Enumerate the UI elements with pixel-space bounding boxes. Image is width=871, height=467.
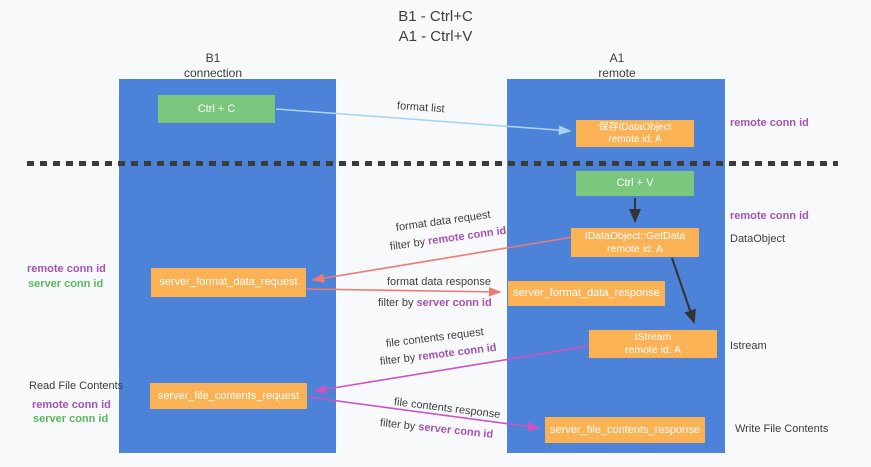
filter-by-text: filter by bbox=[378, 297, 417, 309]
remote-conn-id-text: remote conn id bbox=[427, 224, 508, 248]
diagram-title: B1 - Ctrl+C A1 - Ctrl+V bbox=[0, 7, 871, 47]
ctrl-v-box: Ctrl + V bbox=[576, 171, 694, 196]
save-idataobject-line1: 保存IDataObject bbox=[598, 121, 672, 133]
session-separator-dashed-line bbox=[27, 161, 838, 166]
left-server-conn-id-top: server conn id bbox=[28, 278, 104, 290]
istream-side-label: Istream bbox=[730, 340, 767, 352]
read-file-contents-label: Read File Contents bbox=[29, 380, 124, 392]
server-format-data-request-label: server_format_data_request bbox=[159, 276, 298, 288]
server-conn-id-text: server conn id bbox=[416, 297, 492, 309]
remote-conn-id-text: remote conn id bbox=[417, 341, 498, 364]
filter-by-text: filter by bbox=[379, 351, 419, 368]
idataobject-getdata-box: IDataObject::GetData remote id: A bbox=[571, 228, 699, 257]
server-file-contents-response-box: server_file_contents_response bbox=[545, 417, 705, 443]
istream-line2: remote id: A bbox=[624, 344, 682, 356]
ctrl-c-box: Ctrl + C bbox=[158, 95, 275, 123]
getdata-line2: remote id: A bbox=[606, 242, 664, 255]
server-format-data-response-label: server_format_data_response bbox=[513, 287, 660, 299]
server-file-contents-request-box: server_file_contents_request bbox=[150, 383, 307, 409]
server-conn-id-text: server conn id bbox=[417, 421, 494, 441]
column-a1-name: A1 bbox=[609, 51, 625, 65]
istream-box: IStream remote id: A bbox=[589, 330, 717, 358]
save-idataobject-box: 保存IDataObject remote id: A bbox=[576, 120, 694, 147]
format-response-filter-label: filter by server conn id bbox=[378, 297, 492, 309]
column-header-a1: A1 remote bbox=[554, 51, 680, 81]
format-list-label: format list bbox=[396, 100, 445, 116]
ctrl-c-label: Ctrl + C bbox=[197, 102, 236, 115]
file-response-filter-label: filter by server conn id bbox=[379, 417, 493, 441]
left-remote-conn-id-bottom: remote conn id bbox=[32, 399, 111, 411]
save-idataobject-line2: remote id: A bbox=[608, 133, 662, 145]
left-server-conn-id-bottom: server conn id bbox=[33, 413, 109, 425]
column-a1-subtitle: remote bbox=[598, 66, 636, 80]
filter-by-text: filter by bbox=[389, 235, 429, 253]
server-format-data-request-box: server_format_data_request bbox=[151, 268, 306, 297]
server-format-data-response-box: server_format_data_response bbox=[508, 281, 665, 306]
right-remote-conn-id-mid: remote conn id bbox=[730, 210, 809, 222]
filter-by-text: filter by bbox=[379, 417, 419, 433]
column-b1-subtitle: connection bbox=[183, 66, 243, 80]
getdata-line1: IDataObject::GetData bbox=[584, 229, 686, 242]
write-file-contents-label: Write File Contents bbox=[735, 423, 829, 435]
dataobject-label: DataObject bbox=[730, 233, 786, 245]
diagram-title-line2: A1 - Ctrl+V bbox=[398, 28, 473, 45]
file-contents-response-label: file contents response bbox=[393, 396, 501, 421]
server-file-contents-response-label: server_file_contents_response bbox=[550, 423, 700, 436]
left-remote-conn-id-top: remote conn id bbox=[27, 263, 106, 275]
column-b1-name: B1 bbox=[205, 51, 221, 65]
format-data-response-label: format data response bbox=[387, 276, 491, 288]
istream-line1: IStream bbox=[634, 331, 672, 343]
ctrl-v-label: Ctrl + V bbox=[616, 177, 654, 189]
server-file-contents-request-label: server_file_contents_request bbox=[157, 389, 300, 402]
right-remote-conn-id-top: remote conn id bbox=[730, 117, 809, 129]
diagram-title-line1: B1 - Ctrl+C bbox=[398, 8, 473, 25]
column-header-b1: B1 connection bbox=[150, 51, 276, 81]
